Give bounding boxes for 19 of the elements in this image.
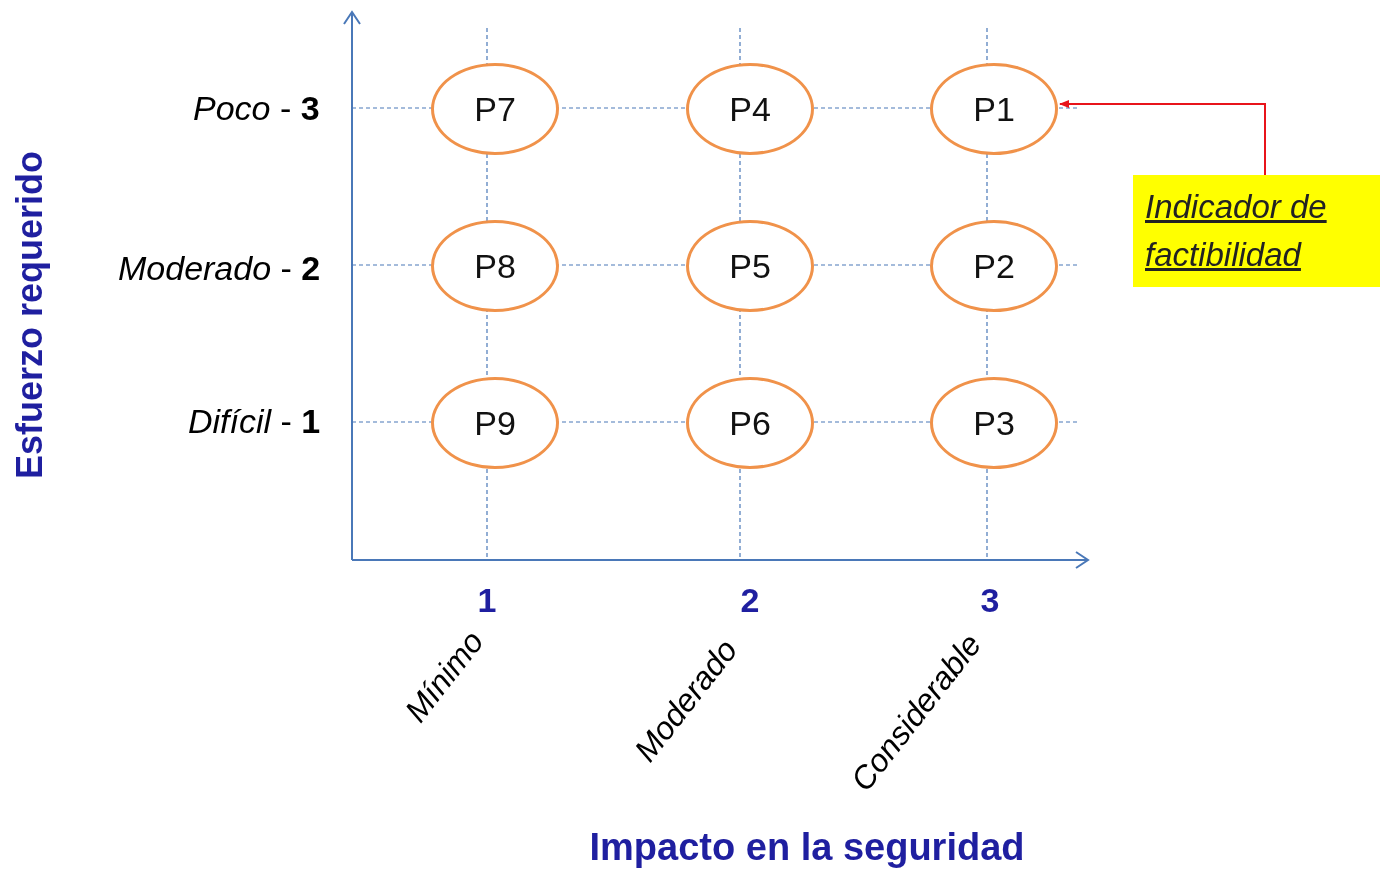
column-number: 2 bbox=[740, 580, 760, 620]
callout-note: Indicador de factibilidad bbox=[1133, 175, 1380, 287]
row-label: Moderado - 2 bbox=[118, 248, 321, 288]
project-ellipse: P6 bbox=[686, 377, 814, 469]
project-ellipse: P3 bbox=[930, 377, 1058, 469]
project-ellipse: P8 bbox=[431, 220, 559, 312]
row-label: Poco - 3 bbox=[193, 88, 320, 128]
axis-title: Impacto en la seguridad bbox=[589, 825, 1025, 869]
project-ellipse: P5 bbox=[686, 220, 814, 312]
project-ellipse: P9 bbox=[431, 377, 559, 469]
leader-arrow bbox=[1059, 100, 1266, 176]
axis-title: Esfuerzo requerido bbox=[9, 150, 52, 480]
project-ellipse: P1 bbox=[930, 63, 1058, 155]
project-ellipse: P2 bbox=[930, 220, 1058, 312]
column-number: 3 bbox=[980, 580, 1000, 620]
row-label: Difícil - 1 bbox=[188, 401, 321, 441]
project-ellipse: P7 bbox=[431, 63, 559, 155]
project-ellipse: P4 bbox=[686, 63, 814, 155]
column-number: 1 bbox=[477, 580, 497, 620]
